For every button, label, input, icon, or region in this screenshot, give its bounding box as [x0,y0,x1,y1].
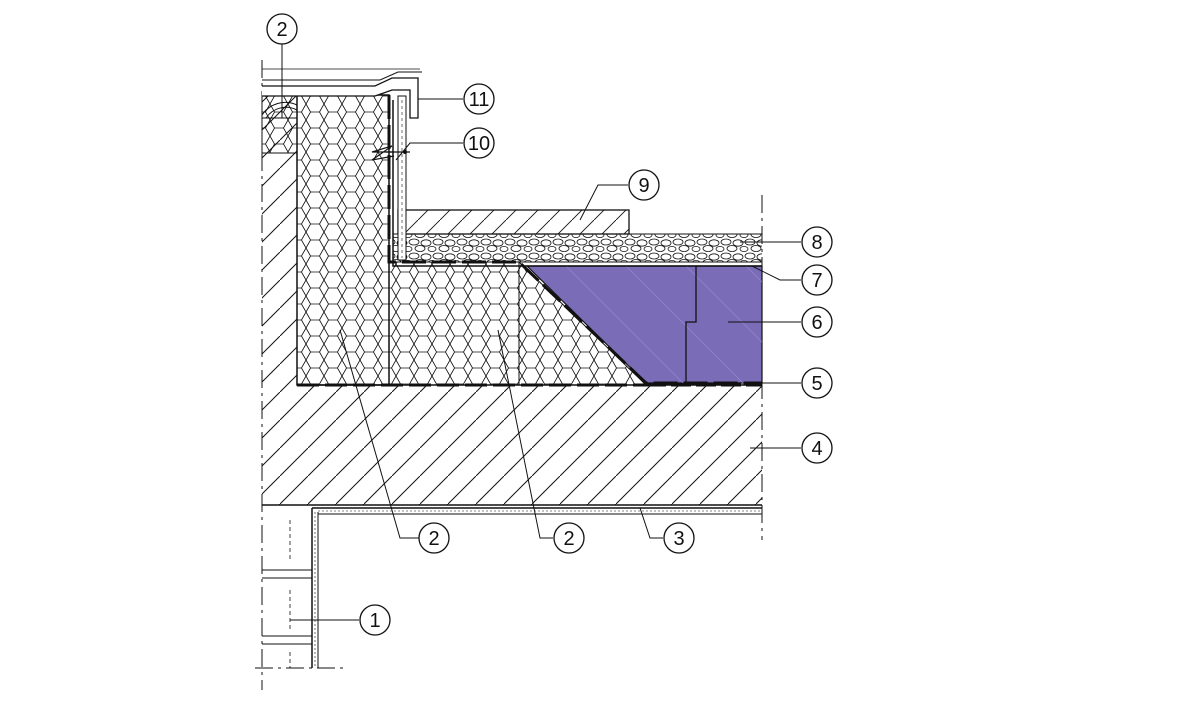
callout-circle [463,83,495,115]
callout-c5: 5 [801,367,833,399]
callout-c2a: 2 [266,13,298,45]
callout-c8: 8 [801,226,833,258]
callout-c6: 6 [801,306,833,338]
waterproof-membrane [387,95,762,387]
callout-c11: 11 [463,83,495,115]
callout-c2c: 2 [553,522,585,554]
callout-c7: 7 [801,264,833,296]
callouts-group: 1 2 2 2 3 4 5 6 7 8 9 10 11 [266,13,833,636]
metal-coping [262,68,422,261]
callout-c10: 10 [463,127,495,159]
callout-label: 6 [811,312,822,334]
callout-label: 8 [811,232,822,254]
callout-circle [463,127,495,159]
callout-circle [628,169,660,201]
callout-c2b: 2 [418,522,450,554]
callout-c1: 1 [359,604,391,636]
callout-c3: 3 [663,522,695,554]
callout-label: 5 [811,373,822,395]
callout-label: 4 [811,438,822,460]
callout-label: 1 [369,610,380,632]
callout-circle [801,432,833,464]
callout-label: 7 [811,270,822,292]
parapet-insulation-small [261,94,298,154]
callout-label: 2 [563,528,574,550]
gravel-layer [393,233,762,263]
callout-circle [266,13,298,45]
tapered-insulation [525,265,763,384]
callout-circle [801,264,833,296]
parapet-corner-detail [261,101,298,119]
callout-circle [359,604,391,636]
callout-circle [418,522,450,554]
callout-c4: 4 [801,432,833,464]
callout-label: 2 [428,528,439,550]
callout-circle [801,367,833,399]
callout-label: 3 [673,528,684,550]
callout-label: 11 [469,89,490,111]
wall-structure [255,60,345,690]
ceiling-finish [312,507,762,515]
callout-circle [801,226,833,258]
leader-lines [281,41,801,621]
callout-label: 9 [638,175,649,197]
callout-label: 10 [468,133,490,155]
callout-c9: 9 [628,169,660,201]
paving-slab [397,209,630,235]
callout-circle [801,306,833,338]
callout-label: 2 [276,19,287,41]
callout-circle [663,522,695,554]
callout-circle [553,522,585,554]
